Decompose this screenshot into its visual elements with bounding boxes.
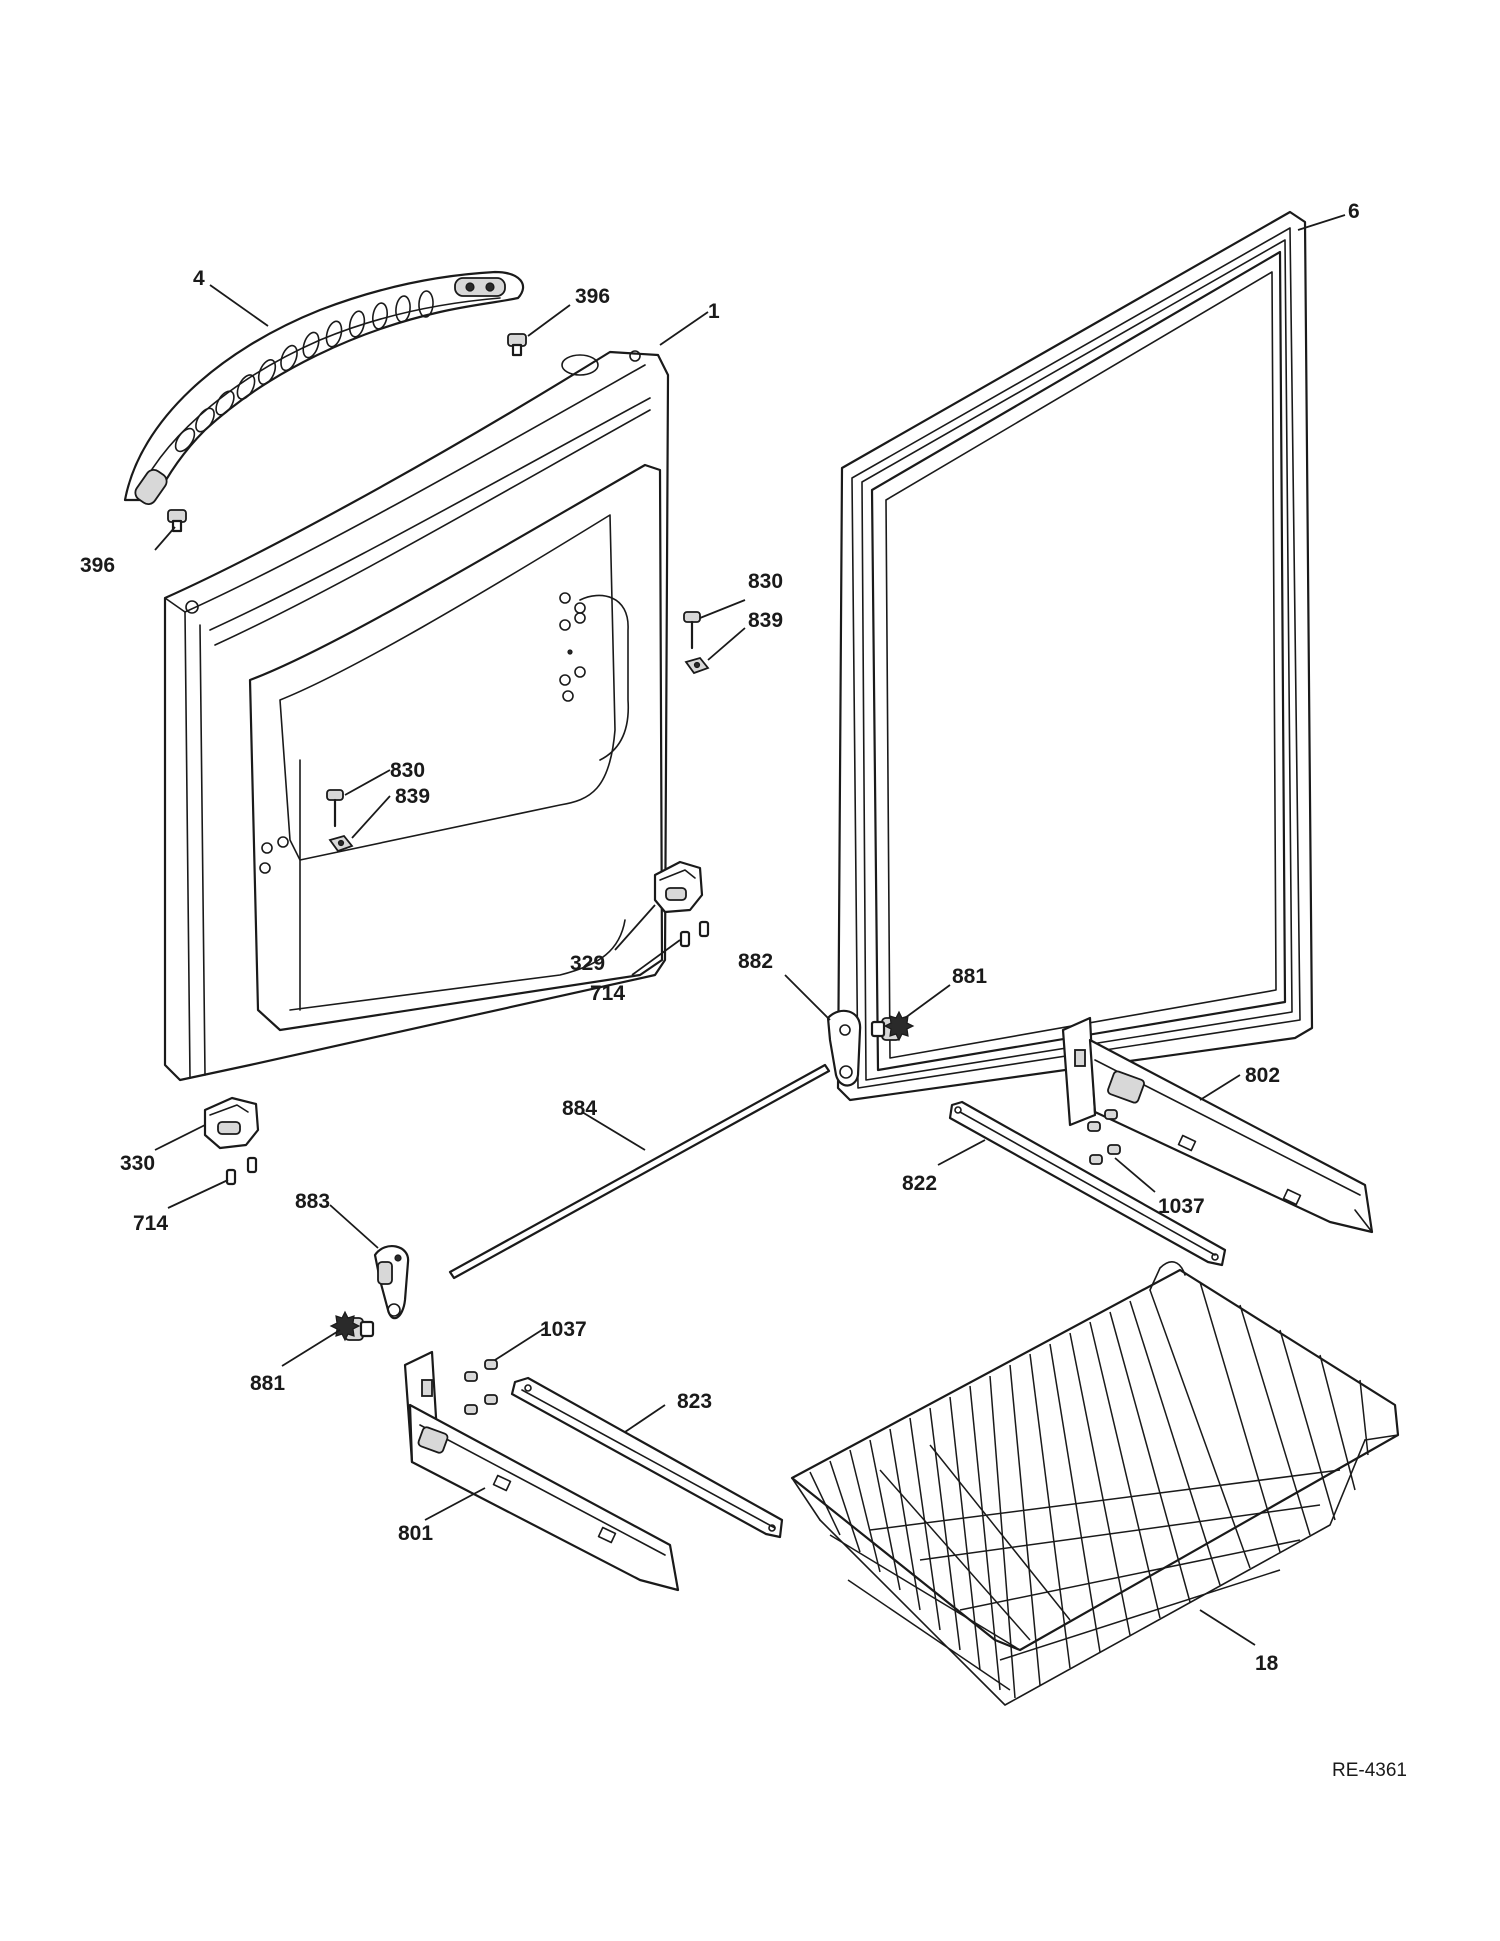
screw-830-right <box>683 611 701 650</box>
screw-830-left <box>326 789 344 828</box>
screws-1037-right <box>1087 1109 1121 1165</box>
callout-839-left: 839 <box>395 785 430 808</box>
slide-bracket-801 <box>403 1350 680 1592</box>
hinge-cover-330 <box>203 1096 260 1150</box>
rod-884 <box>448 1063 831 1280</box>
screws-1037-left <box>464 1359 498 1415</box>
callout-4: 4 <box>193 267 205 290</box>
callout-6: 6 <box>1348 200 1360 223</box>
callout-884: 884 <box>562 1097 597 1120</box>
callout-396-top: 396 <box>575 285 610 308</box>
slide-rail-822 <box>948 1100 1227 1267</box>
callout-823: 823 <box>677 1390 712 1413</box>
spacer-839-left <box>328 834 354 853</box>
drawing-code: RE-4361 <box>1332 1760 1407 1781</box>
callout-883: 883 <box>295 1190 330 1213</box>
screw-396-top <box>507 333 527 357</box>
gear-881-right <box>870 1010 915 1042</box>
wire-basket-18 <box>790 1261 1400 1706</box>
callout-330: 330 <box>120 1152 155 1175</box>
callout-labels: 4 396 1 6 396 830 839 830 839 329 714 88… <box>80 200 1407 1781</box>
callout-714-right: 714 <box>590 982 625 1005</box>
callout-18: 18 <box>1255 1652 1279 1675</box>
callout-881-left: 881 <box>250 1372 285 1395</box>
screws-714-left <box>225 1156 258 1186</box>
callout-1037-right: 1037 <box>1158 1195 1205 1218</box>
slide-rail-823 <box>510 1376 784 1539</box>
callout-714-left: 714 <box>133 1212 168 1235</box>
spacer-839-right <box>684 656 710 675</box>
callout-396-bottom: 396 <box>80 554 115 577</box>
callout-881-right: 881 <box>952 965 987 988</box>
slide-bracket-802 <box>1061 1016 1374 1234</box>
callout-839-right: 839 <box>748 609 783 632</box>
callout-882: 882 <box>738 950 773 973</box>
screws-714-right <box>679 920 710 948</box>
callout-801: 801 <box>398 1522 433 1545</box>
door-handle-part <box>123 270 525 505</box>
hinge-cover-329 <box>653 860 704 914</box>
door-gasket-part <box>836 210 1314 1102</box>
callout-830-right: 830 <box>748 570 783 593</box>
callout-830-left: 830 <box>390 759 425 782</box>
callout-1037-left: 1037 <box>540 1318 587 1341</box>
callout-1: 1 <box>708 300 720 323</box>
callout-802: 802 <box>1245 1064 1280 1087</box>
freezer-door-part <box>163 350 670 1082</box>
callout-822: 822 <box>902 1172 937 1195</box>
gear-881-left <box>329 1310 375 1342</box>
bracket-882 <box>826 1009 862 1087</box>
screw-396-bottom <box>167 509 187 533</box>
callout-329: 329 <box>570 952 605 975</box>
bracket-883 <box>373 1245 410 1320</box>
leader-lines <box>154 214 1346 1646</box>
